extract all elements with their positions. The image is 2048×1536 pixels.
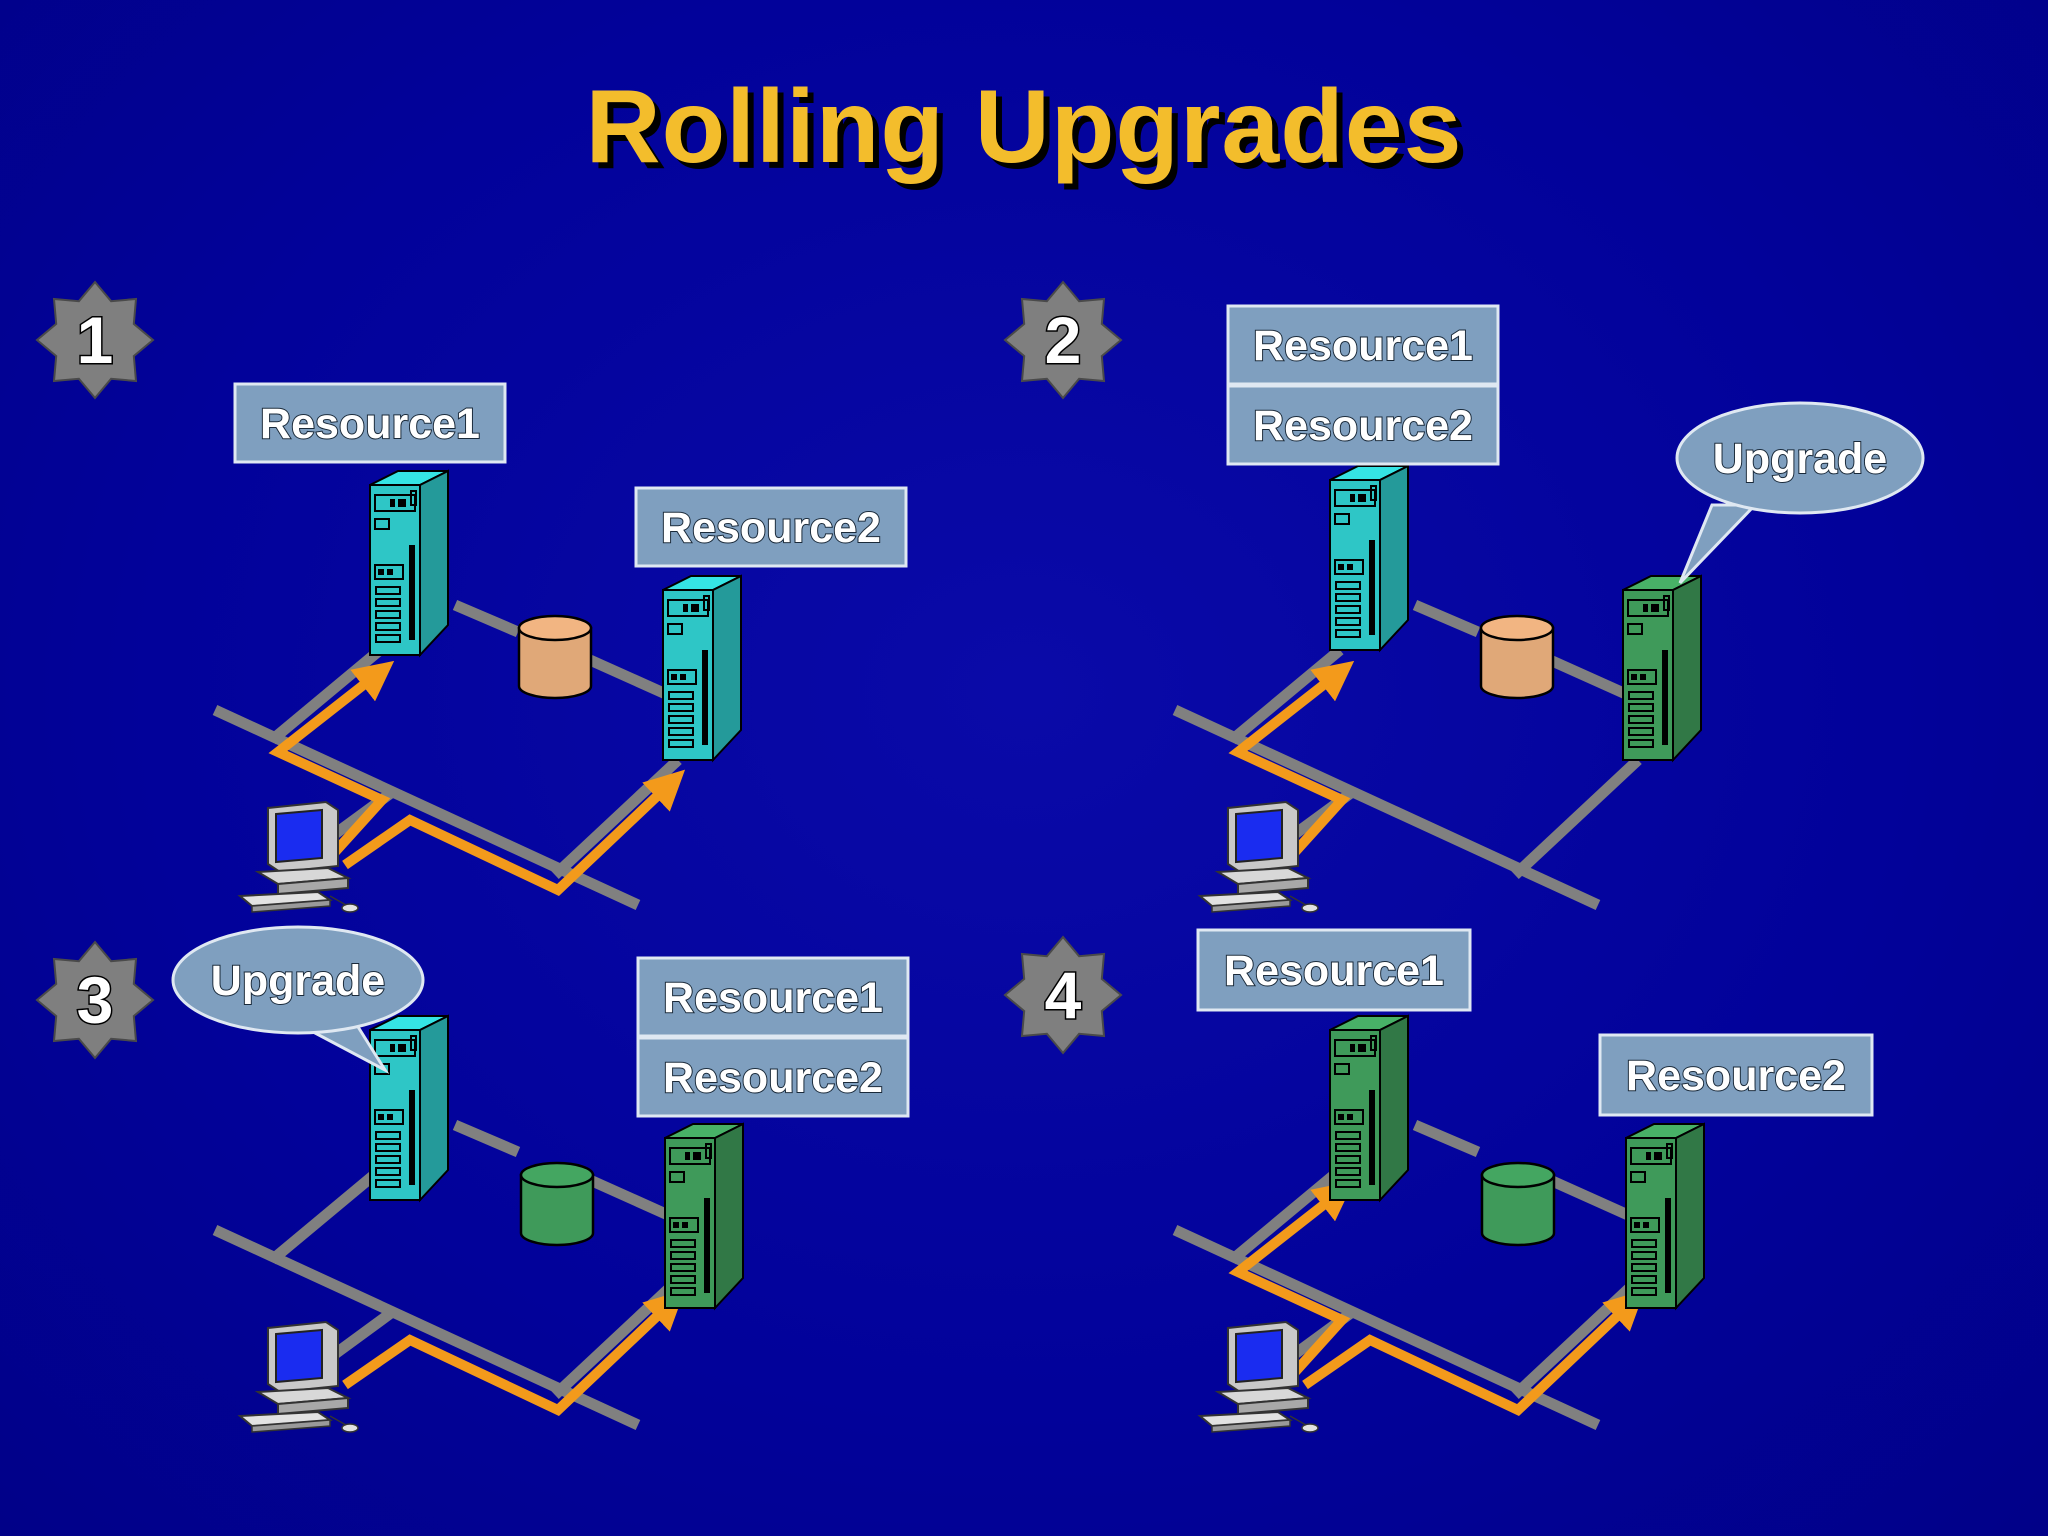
- resource-label: Resource1: [1253, 322, 1473, 370]
- server-node-b: [1625, 1122, 1705, 1311]
- path-to-server-a: [1228, 660, 1355, 856]
- resource-box: [1226, 384, 1500, 466]
- resource-label: Resource2: [1626, 1052, 1846, 1100]
- step-number: 3: [77, 963, 114, 1037]
- resource-label: Resource2: [1253, 402, 1473, 450]
- server-node-b: [1622, 574, 1702, 763]
- server-node-a: [1329, 1014, 1409, 1203]
- path-to-server-b: [342, 1289, 686, 1416]
- callout-fill: [1679, 405, 1921, 511]
- client-pc-icon: [237, 800, 359, 913]
- server-node-a: [369, 469, 449, 658]
- resource-box: [1226, 304, 1500, 386]
- shared-disk: [1479, 614, 1555, 700]
- step-number: 2: [1045, 303, 1082, 377]
- resource-label: Resource2: [661, 504, 881, 552]
- resource-box: [636, 1036, 910, 1118]
- resource-label: Resource1: [260, 400, 480, 448]
- client-access-paths: [1228, 1180, 1646, 1416]
- client-pc-icon: [1197, 800, 1319, 913]
- client-pc-icon: [237, 1320, 359, 1433]
- client-pc-icon: [1197, 1320, 1319, 1433]
- shared-disk: [519, 1161, 595, 1247]
- path-to-server-a: [1228, 1180, 1355, 1376]
- step-number: 4: [1045, 958, 1082, 1032]
- step-badge: [35, 280, 155, 400]
- step-badge: [35, 940, 155, 1060]
- shared-disk: [1480, 1161, 1556, 1247]
- server-node-b: [662, 574, 742, 763]
- resource-box: [233, 382, 507, 464]
- resource-label: Resource1: [1224, 947, 1444, 995]
- resource-box: [1196, 928, 1472, 1012]
- callout-fill: [175, 929, 421, 1031]
- path-to-server-b: [342, 769, 686, 896]
- shared-disk: [517, 614, 593, 700]
- resource-label: Resource2: [663, 1054, 883, 1102]
- client-access-paths: [1228, 660, 1355, 856]
- resource-box: [1598, 1033, 1874, 1117]
- client-access-paths: [342, 1289, 686, 1416]
- client-access-paths: [268, 660, 686, 896]
- step-number: 1: [77, 303, 114, 377]
- path-to-server-a: [268, 660, 395, 856]
- resource-box: [636, 956, 910, 1038]
- server-node-a: [369, 1014, 449, 1203]
- slide-title: Rolling Upgrades: [585, 69, 1463, 185]
- callout-label: Upgrade: [211, 957, 385, 1005]
- server-node-a: [1329, 464, 1409, 653]
- server-node-b: [664, 1122, 744, 1311]
- resource-box: [634, 486, 908, 568]
- step-badge: [1003, 935, 1123, 1055]
- step-badge: [1003, 280, 1123, 400]
- callout-tail: [1678, 503, 1759, 585]
- resource-label: Resource1: [663, 974, 883, 1022]
- path-to-server-b: [1302, 1289, 1646, 1416]
- callout-label: Upgrade: [1713, 435, 1887, 483]
